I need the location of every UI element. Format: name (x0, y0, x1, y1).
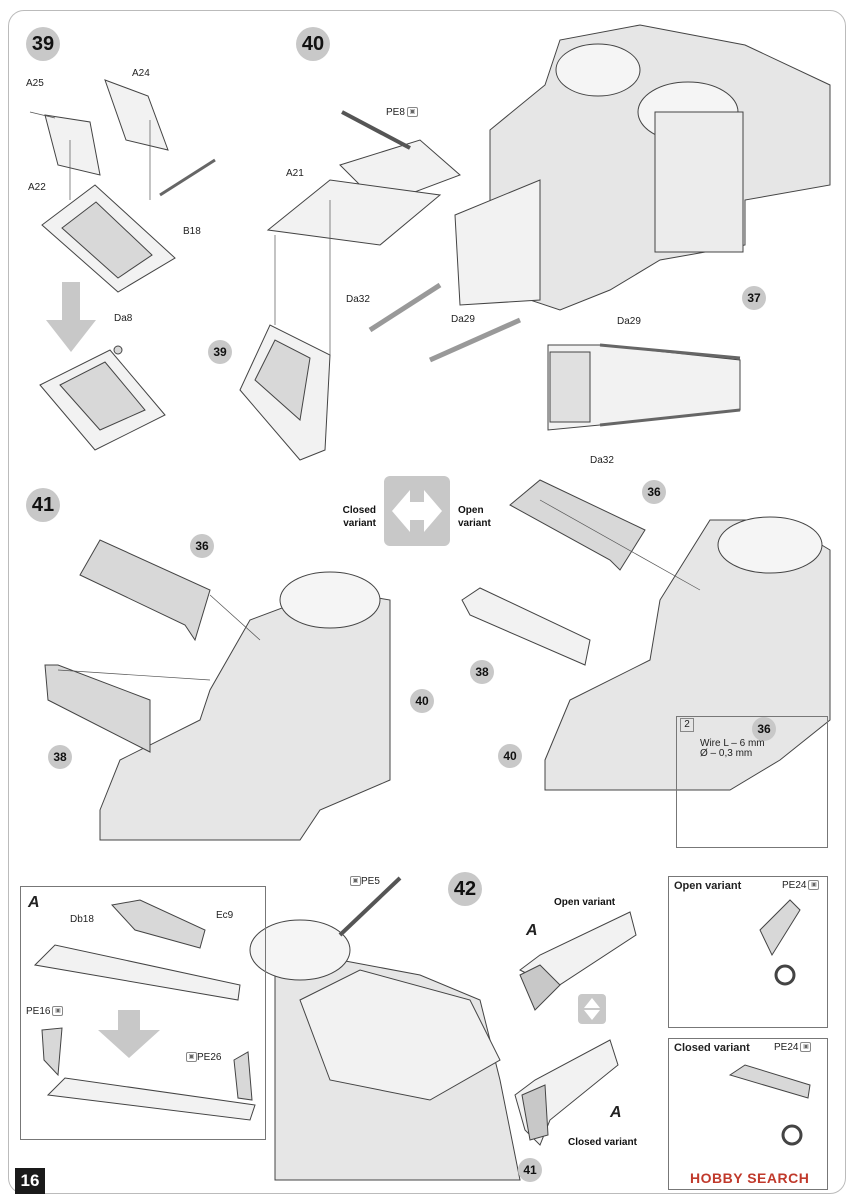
label-Da29-right: Da29 (617, 316, 641, 327)
step42-closed-variant-label: Closed variant (568, 1137, 637, 1148)
subassembly-A-title: A (28, 894, 40, 911)
label-Db18: Db18 (70, 914, 94, 925)
label-Da29-top: Da29 (451, 314, 475, 325)
ref-37: 37 (742, 286, 766, 310)
label-PE24-closed: PE24▣ (774, 1042, 812, 1053)
wire-note-length: Wire L – 6 mm (700, 738, 765, 749)
wire-detail-box (676, 716, 828, 848)
closed-variant-detail-title: Closed variant (674, 1042, 750, 1054)
watermark: HOBBY SEARCH (690, 1170, 810, 1186)
closed-variant-label: Closed variant (342, 505, 376, 529)
step-number-39: 39 (26, 27, 60, 61)
ref-39: 39 (208, 340, 232, 364)
box-A-diagram (33, 899, 256, 1121)
step-number-40: 40 (296, 27, 330, 61)
ref-41: 41 (518, 1158, 542, 1182)
ref-40-left: 40 (410, 689, 434, 713)
label-PE16: PE16▣ (26, 1006, 64, 1017)
label-Da32-top: Da32 (346, 294, 370, 305)
right-detail-diagrams (728, 899, 811, 1146)
wire-note-diameter: Ø – 0,3 mm (700, 748, 753, 759)
ref-36-detail: 36 (752, 717, 776, 741)
label-Da32-right: Da32 (590, 455, 614, 466)
ref-36-right: 36 (642, 480, 666, 504)
step-39-diagram (29, 79, 216, 451)
ref-38-right: 38 (470, 660, 494, 684)
wire-note-icon: 2 (680, 718, 694, 732)
closed-variant-detail-box (668, 1038, 828, 1190)
label-A21: A21 (286, 168, 304, 179)
label-A22: A22 (28, 182, 46, 193)
open-variant-label: Open variant (458, 505, 491, 529)
page-frame (8, 10, 846, 1194)
label-PE8: PE8▣ (386, 107, 418, 118)
label-B18: B18 (183, 226, 201, 237)
subassembly-A-box (20, 886, 266, 1140)
label-Da8: Da8 (114, 313, 133, 324)
step-number-41: 41 (26, 488, 60, 522)
ref-40-right: 40 (498, 744, 522, 768)
open-variant-detail-box (668, 876, 828, 1028)
ref-36-left: 36 (190, 534, 214, 558)
label-PE5: ▣PE5 (348, 876, 380, 887)
step42-open-variant-label: Open variant (554, 897, 616, 908)
page-number: 16 (15, 1168, 45, 1194)
ref-38-left: 38 (48, 745, 72, 769)
open-variant-detail-title: Open variant (674, 880, 742, 892)
subassembly-A-closed-mark: A (610, 1104, 622, 1121)
label-PE26: ▣PE26 (184, 1052, 221, 1063)
label-A24: A24 (132, 68, 150, 79)
subassembly-A-open-mark: A (526, 922, 538, 939)
label-Ec9: Ec9 (216, 910, 234, 921)
step-40-diagram (239, 24, 831, 461)
label-A25: A25 (26, 78, 44, 89)
step-42-diagram (249, 876, 637, 1181)
label-PE24-open: PE24▣ (782, 880, 820, 891)
step-number-42: 42 (448, 872, 482, 906)
